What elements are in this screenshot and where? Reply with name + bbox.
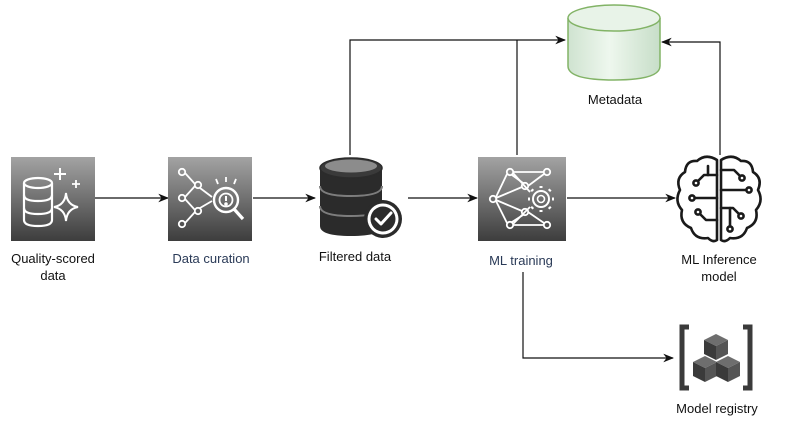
filtered-data-label: Filtered data	[318, 249, 392, 264]
quality-scored-data-node[interactable]	[11, 157, 95, 241]
metadata-label: Metadata	[587, 92, 643, 107]
cylinder-store-icon	[567, 4, 661, 81]
ml-inference-model-label: ML Inference model	[660, 251, 778, 285]
brain-circuit-icon	[676, 155, 762, 243]
cubes-bracket-icon	[679, 324, 753, 391]
quality-scored-data-label-line1: Quality-scored	[11, 251, 95, 266]
ml-training-node[interactable]	[478, 157, 566, 241]
filtered-data-node[interactable]	[319, 157, 402, 238]
connectors	[95, 35, 721, 363]
ml-inference-model-label-line2: model	[701, 269, 737, 284]
arrow-filtered-to-metadata	[349, 35, 567, 155]
database-sparkle-icon	[22, 168, 80, 228]
data-curation-node[interactable]	[168, 157, 252, 241]
neural-network-inspect-icon	[177, 167, 245, 229]
neural-network-gear-icon	[488, 167, 554, 230]
ml-training-label: ML training	[489, 253, 553, 268]
model-registry-label: Model registry	[676, 401, 758, 416]
arrow-training-to-registry	[522, 272, 675, 363]
metadata-node[interactable]	[567, 4, 661, 81]
arrow-inference-to-metadata	[660, 37, 721, 155]
tile-background	[478, 157, 566, 241]
model-registry-node[interactable]	[679, 324, 753, 391]
quality-scored-data-label: Quality-scored data	[0, 250, 106, 284]
quality-scored-data-label-line2: data	[40, 268, 66, 283]
data-curation-label: Data curation	[172, 251, 250, 266]
ml-inference-model-node[interactable]	[676, 155, 762, 243]
ml-inference-model-label-line1: ML Inference	[681, 252, 757, 267]
database-check-icon	[319, 157, 402, 238]
